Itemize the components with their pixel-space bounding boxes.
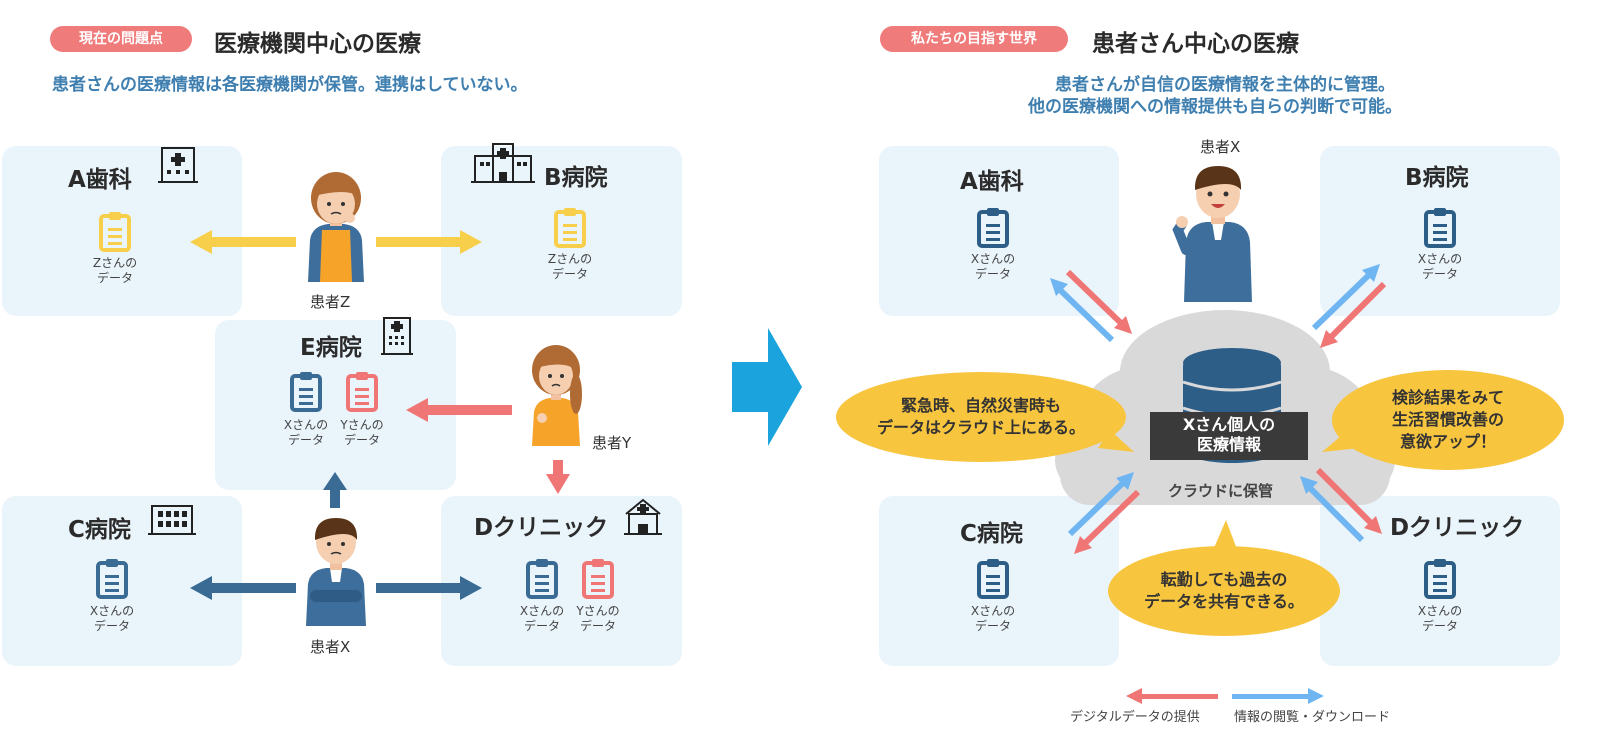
a-z-data-label: Zさんの データ (92, 256, 138, 285)
d-y-data-label: Yさんの データ (576, 604, 620, 633)
arrow-z-to-b (376, 230, 482, 254)
b-hospital-name: B病院 (544, 165, 608, 191)
hospital-building-icon-e (381, 317, 413, 355)
r-b-data-label: Xさんの データ (1417, 252, 1463, 281)
r-clipboard-icon-c (977, 557, 1009, 599)
right-subtitle-line1: 患者さんが自信の医療情報を主体的に管理。 (1055, 75, 1395, 95)
left-title: 医療機関中心の医療 (214, 31, 421, 57)
r-clipboard-icon-a (977, 206, 1009, 248)
clinic-building-icon-d (624, 498, 662, 535)
bubble-left: 緊急時、自然災害時もデータはクラウド上にある。 (836, 372, 1126, 462)
arrow-y-to-e (406, 398, 512, 422)
r-d-data-label: Xさんの データ (1417, 604, 1463, 633)
db-label: Xさん個人の 医療情報 (1150, 412, 1308, 460)
r-a-data-label: Xさんの データ (970, 252, 1016, 281)
patient-z-figure (308, 172, 364, 282)
r-clipboard-icon-d (1424, 557, 1456, 599)
patient-x-label-right: 患者X (1200, 138, 1241, 156)
r-c-data-label: Xさんの データ (970, 604, 1016, 633)
patient-y-label: 患者Y (592, 434, 632, 452)
e-x-data-label: Xさんの データ (283, 418, 329, 447)
clipboard-icon-d-x (526, 557, 558, 599)
box-c-hospital (2, 496, 242, 666)
e-y-data-label: Yさんの データ (340, 418, 384, 447)
clipboard-icon-c (96, 557, 128, 599)
arrow-pair-d (1300, 467, 1382, 543)
hospital-building-icon-a (158, 147, 198, 183)
clipboard-icon-e-x (290, 370, 322, 412)
arrow-x-to-e (323, 472, 347, 508)
legend-view-arrow (1232, 688, 1324, 704)
clipboard-icon-a (99, 210, 131, 252)
hospital-building-icon-b (471, 143, 535, 183)
r-d-clinic-name: Dクリニック (1390, 515, 1525, 541)
right-title: 患者さん中心の医療 (1092, 31, 1299, 57)
clipboard-icon-d-y (582, 557, 614, 599)
big-right-arrow-icon (732, 328, 802, 446)
c-x-data-label: Xさんの データ (89, 604, 135, 633)
r-a-dental-name: A歯科 (960, 169, 1024, 195)
patient-x-label-left: 患者X (310, 638, 351, 656)
d-x-data-label: Xさんの データ (519, 604, 565, 633)
clipboard-icon-b (554, 206, 586, 248)
c-hospital-name: C病院 (68, 517, 131, 543)
patient-y-figure (532, 345, 582, 446)
arrow-pair-b (1311, 264, 1387, 348)
bubble-bottom: 転勤しても過去のデータを共有できる。 (1108, 546, 1340, 636)
arrow-x-to-d (376, 576, 482, 600)
d-clinic-name: Dクリニック (474, 515, 609, 541)
b-z-data-label: Zさんの データ (547, 252, 593, 281)
patient-x-figure-left (306, 518, 366, 626)
legend-provide-arrow (1126, 688, 1218, 704)
box-b-hospital (441, 146, 682, 316)
left-subtitle: 患者さんの医療情報は各医療機関が保管。連携はしていない。 (52, 75, 528, 95)
e-hospital-name: E病院 (300, 335, 362, 361)
bubble-right: 検診結果をみて生活習慣改善の意欲アップ！ (1332, 370, 1564, 470)
patient-z-label: 患者Z (310, 293, 351, 311)
problem-badge: 現在の問題点 (50, 26, 192, 52)
clipboard-icon-e-y (346, 370, 378, 412)
r-box-d-clinic (1320, 496, 1560, 666)
r-clipboard-icon-b (1424, 206, 1456, 248)
arrow-y-to-d (546, 460, 570, 494)
right-subtitle-line2: 他の医療機関への情報提供も自らの判断で可能。 (1028, 97, 1402, 117)
arrow-pair-a (1050, 269, 1132, 343)
r-c-hospital-name: C病院 (960, 521, 1023, 547)
arrow-pair-c (1067, 472, 1141, 554)
arrow-x-to-c (190, 576, 296, 600)
arrow-z-to-a (190, 230, 296, 254)
r-b-hospital-name: B病院 (1405, 165, 1469, 191)
legend-view-label: 情報の閲覧・ダウンロード (1234, 710, 1391, 725)
legend-provide-label: デジタルデータの提供 (1070, 710, 1200, 725)
vision-badge: 私たちの目指す世界 (880, 26, 1068, 52)
bubble-bottom-tail (1214, 520, 1238, 552)
cloud-label: クラウドに保管 (1168, 482, 1274, 500)
patient-x-figure-right (1172, 166, 1252, 302)
hospital-building-icon-c (148, 505, 196, 535)
a-dental-name: A歯科 (68, 167, 132, 193)
